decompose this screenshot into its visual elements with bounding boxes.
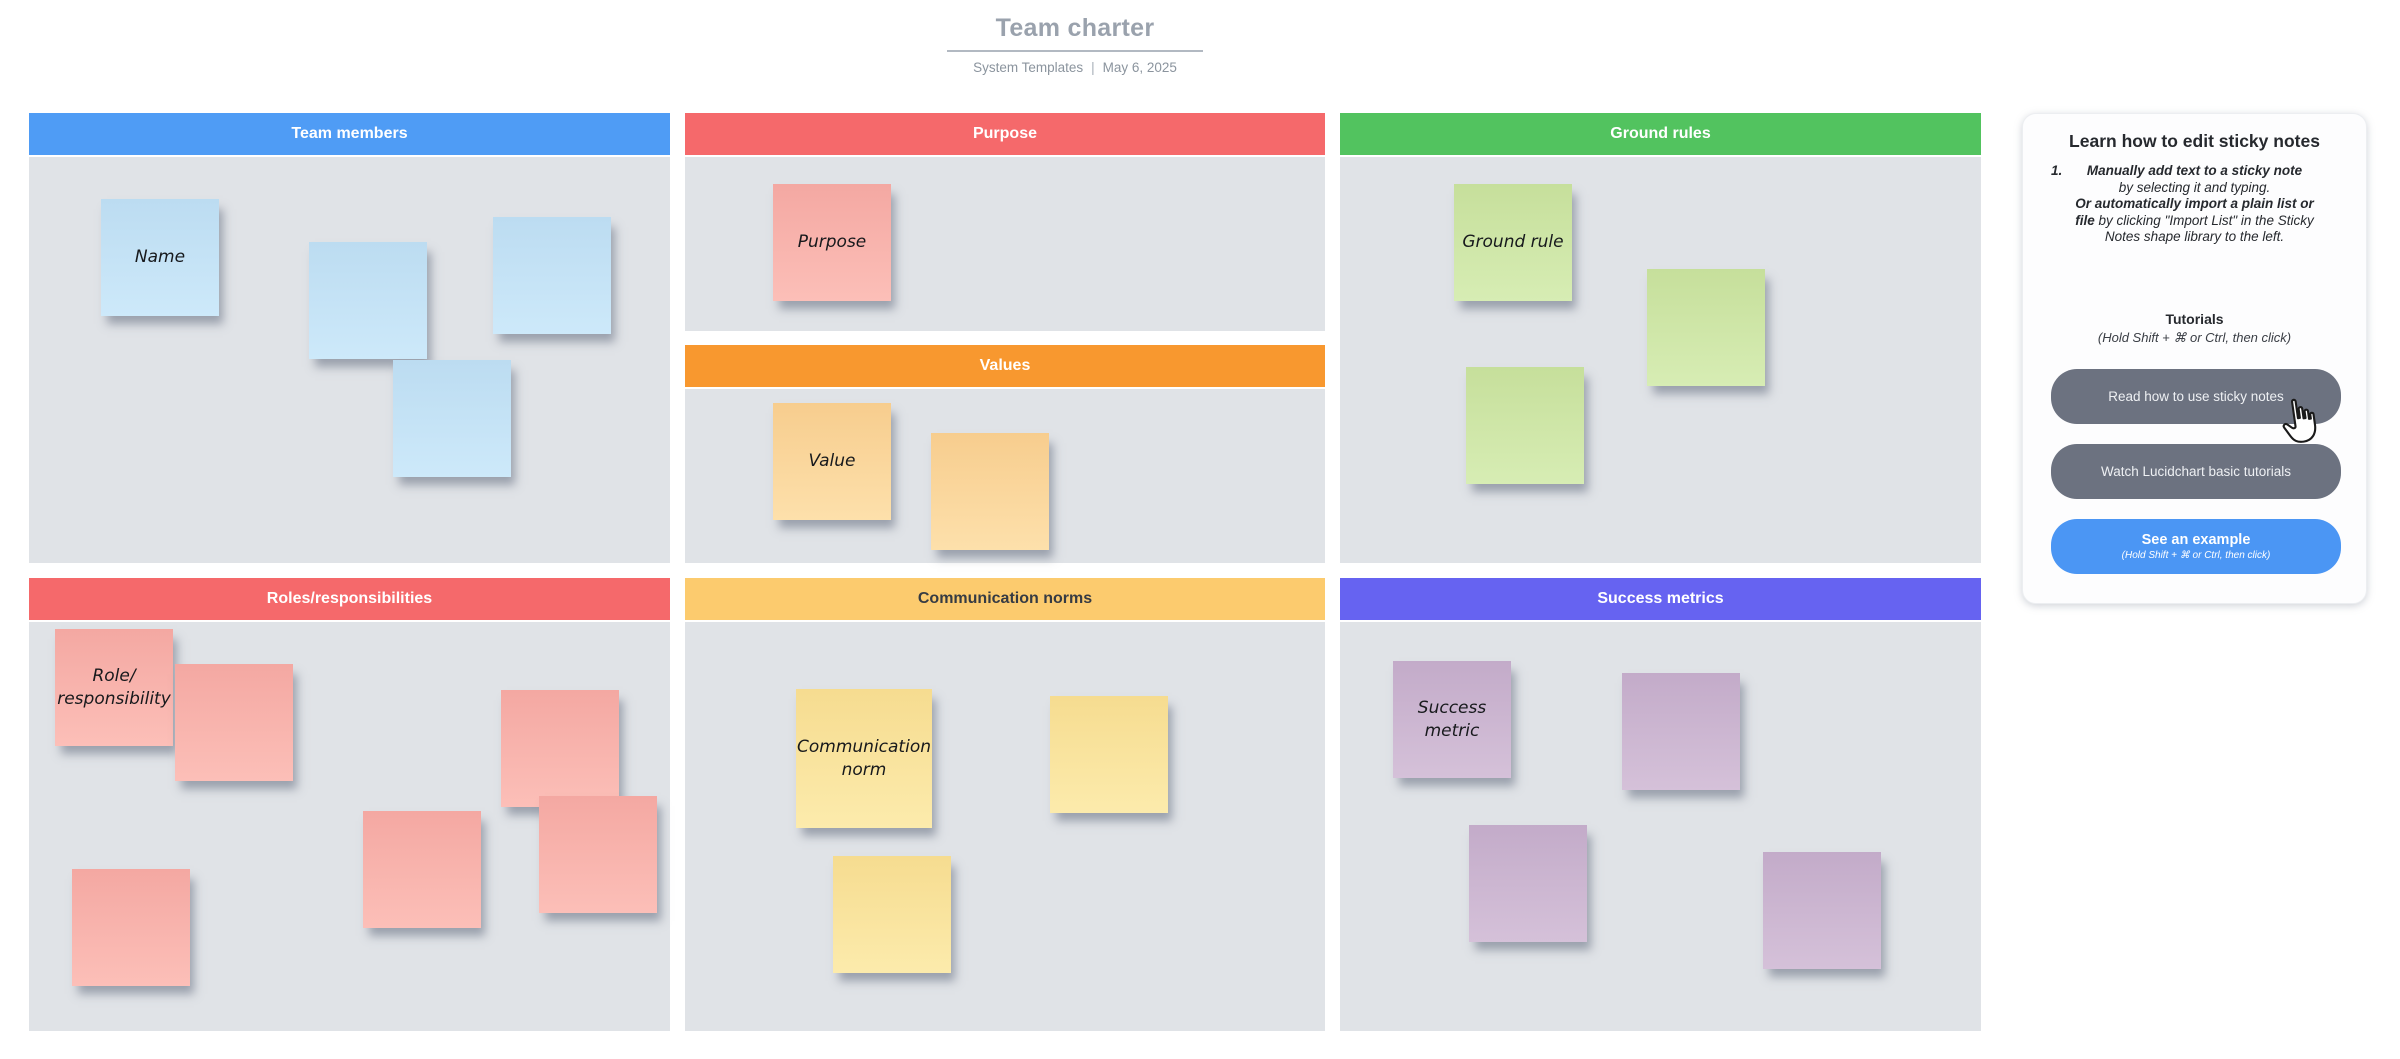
sticky-note[interactable]: Success metric	[1393, 661, 1511, 778]
sticky-note[interactable]	[1622, 673, 1740, 790]
help-card-instructions: 1. Manually add text to a sticky note by…	[2041, 163, 2348, 246]
panel-title: Communication norms	[917, 590, 1093, 607]
instruction-text: by selecting it and typing.	[2118, 179, 2271, 195]
panel-header-values[interactable]: Values	[685, 345, 1325, 387]
sticky-note[interactable]	[1469, 825, 1587, 942]
sticky-note[interactable]: Purpose	[773, 184, 891, 301]
sticky-note[interactable]: Name	[101, 199, 219, 316]
button-label: Watch Lucidchart basic tutorials	[2100, 464, 2292, 479]
tutorials-heading: Tutorials	[2165, 311, 2224, 327]
panel-header-success-metrics[interactable]: Success metrics	[1340, 578, 1981, 620]
instruction-line: by selecting it and typing.	[2041, 180, 2348, 197]
sticky-note[interactable]	[393, 360, 511, 477]
title-underline	[947, 50, 1203, 52]
sticky-note[interactable]	[363, 811, 481, 928]
subtitle-date: May 6, 2025	[1102, 60, 1177, 75]
panel-body	[685, 622, 1325, 1031]
sticky-note[interactable]	[501, 690, 619, 807]
panel-title: Values	[979, 357, 1031, 374]
sticky-note[interactable]	[493, 217, 611, 334]
panel-header-ground-rules[interactable]: Ground rules	[1340, 113, 1981, 155]
instruction-line: file by clicking "Import List" in the St…	[2041, 213, 2348, 230]
panel-title: Team members	[291, 125, 408, 142]
sticky-note[interactable]	[931, 433, 1049, 550]
step-number: 1.	[2051, 163, 2063, 178]
sticky-note[interactable]: Communication norm	[796, 689, 932, 828]
instruction-line: Or automatically import a plain list or	[2041, 196, 2348, 213]
panel-title: Roles/responsibilities	[266, 590, 433, 607]
sticky-note[interactable]	[1763, 852, 1881, 969]
instruction-bold-text: file	[2075, 212, 2095, 228]
sticky-note[interactable]	[1647, 269, 1765, 386]
page-title[interactable]: Team charter	[995, 14, 1155, 42]
see-example-button[interactable]: See an example (Hold Shift + ⌘ or Ctrl, …	[2051, 519, 2341, 574]
instruction-bold-text: Manually add text to a sticky note	[2086, 163, 2303, 178]
sticky-note[interactable]: Value	[773, 403, 891, 520]
sticky-note-label: Purpose	[797, 232, 867, 253]
sticky-note[interactable]	[309, 242, 427, 359]
button-label: See an example	[2141, 532, 2251, 548]
subtitle-source: System Templates	[973, 60, 1084, 75]
instruction-text: by clicking "Import List" in the Sticky	[2094, 212, 2314, 228]
page-subtitle[interactable]: System Templates | May 6, 2025	[947, 60, 1203, 75]
watch-tutorials-button[interactable]: Watch Lucidchart basic tutorials	[2051, 444, 2341, 499]
panel-title: Ground rules	[1610, 125, 1711, 142]
sticky-note[interactable]	[1466, 367, 1584, 484]
panel-header-communication-norms[interactable]: Communication norms	[685, 578, 1325, 620]
panel-header-team-members[interactable]: Team members	[29, 113, 670, 155]
sticky-note-label: Communication norm	[797, 737, 931, 780]
sticky-note[interactable]	[833, 856, 951, 973]
subtitle-divider: |	[1091, 60, 1095, 75]
panel-header-roles-responsibilities[interactable]: Roles/responsibilities	[29, 578, 670, 620]
help-card-title: Learn how to edit sticky notes	[2069, 131, 2320, 151]
tutorials-hint: (Hold Shift + ⌘ or Ctrl, then click)	[2097, 330, 2292, 345]
instruction-bold-text: Or automatically import a plain list or	[2075, 196, 2314, 211]
instruction-line: Notes shape library to the left.	[2041, 229, 2348, 246]
help-card: Learn how to edit sticky notes 1. Manual…	[2022, 113, 2367, 604]
sticky-note-label: Value	[808, 451, 856, 472]
sticky-note-label: Role/ responsibility	[57, 666, 171, 709]
button-label: Read how to use sticky notes	[2108, 389, 2284, 404]
panel-title: Success metrics	[1597, 590, 1724, 607]
sticky-note-label: Success metric	[1417, 698, 1487, 741]
sticky-note-label: Ground rule	[1462, 232, 1564, 253]
panel-title: Purpose	[972, 125, 1037, 142]
sticky-note[interactable]	[539, 796, 657, 913]
button-sublabel: (Hold Shift + ⌘ or Ctrl, then click)	[2121, 550, 2271, 561]
sticky-note[interactable]: Role/ responsibility	[55, 629, 173, 746]
sticky-note-label: Name	[134, 247, 186, 268]
instruction-line: Manually add text to a sticky note	[2041, 163, 2348, 180]
sticky-note[interactable]	[72, 869, 190, 986]
title-block: Team charter System Templates | May 6, 202…	[947, 14, 1203, 75]
sticky-note[interactable]: Ground rule	[1454, 184, 1572, 301]
instruction-text: Notes shape library to the left.	[2104, 229, 2285, 244]
read-sticky-notes-button[interactable]: Read how to use sticky notes	[2051, 369, 2341, 424]
panel-header-purpose[interactable]: Purpose	[685, 113, 1325, 155]
sticky-note[interactable]	[1050, 696, 1168, 813]
sticky-note[interactable]	[175, 664, 293, 781]
